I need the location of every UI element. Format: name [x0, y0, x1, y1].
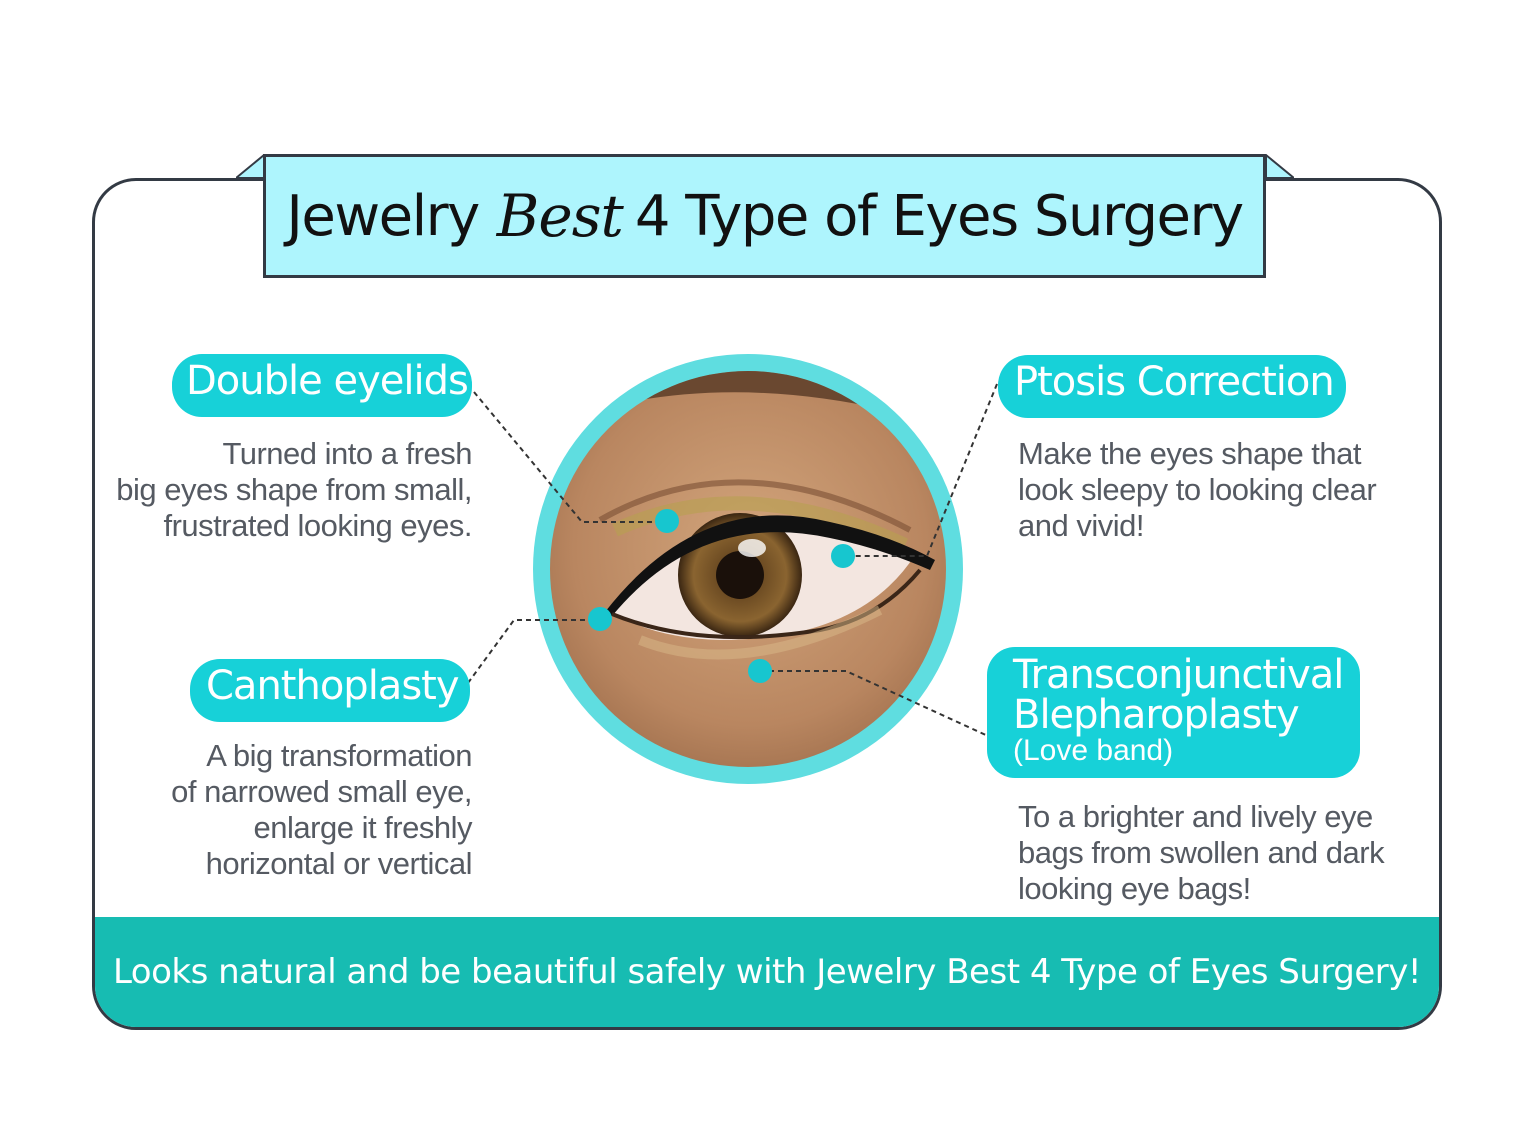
- marker-double-eyelids: [655, 509, 679, 533]
- label-ptosis-text: Ptosis Correction: [1014, 359, 1335, 405]
- marker-canthoplasty: [588, 607, 612, 631]
- label-ptosis: Ptosis Correction: [998, 355, 1346, 418]
- desc-line: Make the eyes shape that: [1018, 436, 1362, 471]
- desc-canthoplasty: A big transformation of narrowed small e…: [100, 738, 472, 882]
- connector-canthoplasty: [467, 619, 600, 684]
- desc-line: big eyes shape from small,: [116, 472, 472, 507]
- desc-double-eyelids: Turned into a fresh big eyes shape from …: [100, 436, 472, 544]
- desc-line: look sleepy to looking clear: [1018, 472, 1377, 507]
- marker-transconjunctival: [748, 659, 772, 683]
- title-part1: Jewelry: [286, 183, 480, 249]
- label-transconjunctival-line2: Blepharoplasty: [1013, 692, 1300, 738]
- connector-transconjunctival: [760, 670, 989, 737]
- label-transconjunctival: Transconjunctival Blepharoplasty (Love b…: [987, 647, 1360, 778]
- desc-line: horizontal or vertical: [205, 846, 473, 881]
- page-title: Jewelry Best 4 Type of Eyes Surgery: [263, 154, 1266, 278]
- desc-line: of narrowed small eye,: [171, 774, 472, 809]
- desc-line: bags from swollen and dark: [1018, 835, 1385, 870]
- connector-double-eyelids: [473, 391, 667, 523]
- label-canthoplasty-text: Canthoplasty: [206, 663, 460, 709]
- desc-line: A big transformation: [206, 738, 472, 773]
- desc-line: and vivid!: [1018, 508, 1144, 543]
- label-double-eyelids-text: Double eyelids: [186, 358, 469, 404]
- infographic-card: Looks natural and be beautiful safely wi…: [92, 178, 1442, 1030]
- label-transconjunctival-line1: Transconjunctival: [1013, 652, 1344, 698]
- footer-banner: Looks natural and be beautiful safely wi…: [95, 917, 1439, 1027]
- desc-line: looking eye bags!: [1018, 871, 1251, 906]
- label-double-eyelids: Double eyelids: [172, 354, 472, 417]
- title-part2: 4 Type of Eyes Surgery: [634, 183, 1244, 249]
- desc-ptosis: Make the eyes shape that look sleepy to …: [1018, 436, 1418, 544]
- label-canthoplasty: Canthoplasty: [190, 659, 470, 722]
- desc-line: Turned into a fresh: [222, 436, 472, 471]
- label-transconjunctival-sub: (Love band): [1013, 734, 1174, 767]
- desc-transconjunctival: To a brighter and lively eye bags from s…: [1018, 799, 1418, 907]
- footer-text: Looks natural and be beautiful safely wi…: [112, 952, 1422, 992]
- marker-ptosis: [831, 544, 855, 568]
- title-banner: Jewelry Best 4 Type of Eyes Surgery: [236, 154, 1294, 278]
- title-highlight: Best: [496, 182, 624, 250]
- desc-line: To a brighter and lively eye: [1018, 799, 1373, 834]
- desc-line: frustrated looking eyes.: [163, 508, 472, 543]
- desc-line: enlarge it freshly: [253, 810, 473, 845]
